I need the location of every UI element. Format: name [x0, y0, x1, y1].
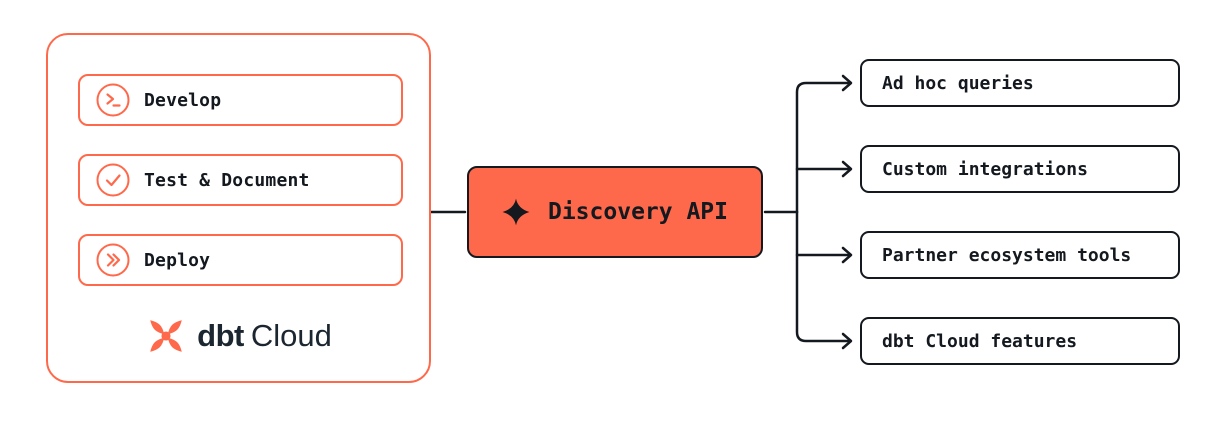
dbt-cloud-logo: dbt Cloud: [48, 315, 429, 357]
step-label: Test & Document: [144, 169, 310, 191]
discovery-api-node: Discovery API: [467, 166, 763, 258]
dbt-logo-text: dbt Cloud: [197, 318, 332, 354]
sparkle-icon: [502, 198, 530, 226]
output-label: Custom integrations: [882, 158, 1088, 180]
step-test-document: Test & Document: [78, 154, 403, 206]
connector-branch-top: [795, 81, 851, 214]
arrowhead-icon: [841, 332, 853, 350]
output-dbt-cloud-features: dbt Cloud features: [860, 317, 1180, 365]
check-icon: [96, 163, 130, 197]
step-develop: Develop: [78, 74, 403, 126]
dbt-cloud-panel: Develop Test & Document Deploy: [46, 33, 431, 383]
step-label: Develop: [144, 89, 222, 111]
output-custom-integrations: Custom integrations: [860, 145, 1180, 193]
discovery-api-label: Discovery API: [547, 199, 728, 225]
arrowhead-icon: [841, 246, 853, 264]
dbt-logo-mark-icon: [150, 320, 182, 352]
output-label: Partner ecosystem tools: [882, 244, 1132, 266]
step-label: Deploy: [144, 249, 211, 271]
deploy-arrow-icon: [96, 243, 130, 277]
step-deploy: Deploy: [78, 234, 403, 286]
connector-branch-bottom: [795, 210, 851, 343]
logo-product: Cloud: [250, 318, 332, 353]
output-label: dbt Cloud features: [882, 330, 1078, 352]
output-label: Ad hoc queries: [882, 72, 1034, 94]
arrowhead-icon: [841, 74, 853, 92]
output-ad-hoc-queries: Ad hoc queries: [860, 59, 1180, 107]
terminal-icon: [96, 83, 130, 117]
logo-brand: dbt: [197, 318, 244, 353]
output-partner-ecosystem-tools: Partner ecosystem tools: [860, 231, 1180, 279]
arrowhead-icon: [841, 160, 853, 178]
